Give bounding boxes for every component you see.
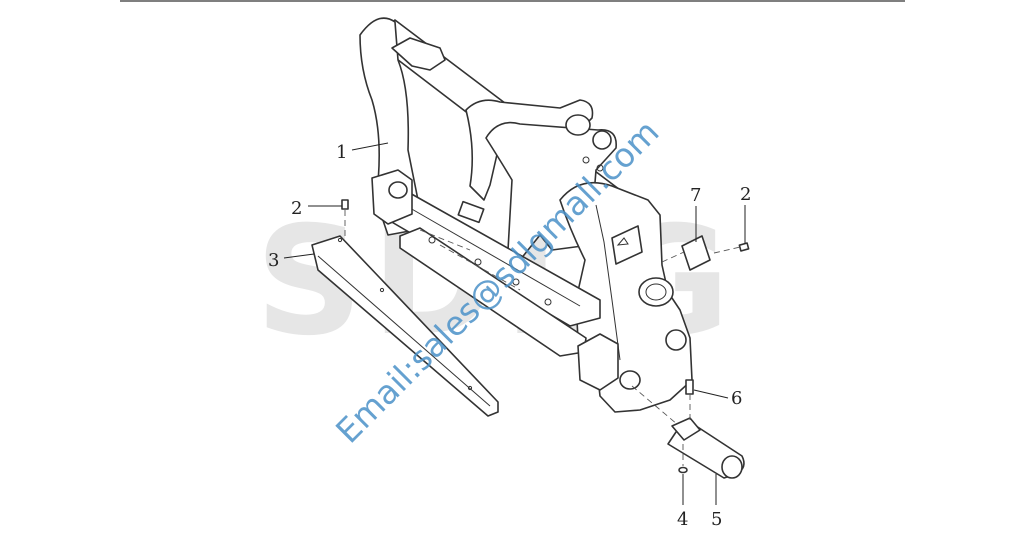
pin-assembly — [631, 379, 745, 479]
bottom-plate — [311, 235, 499, 417]
coupler-frame — [359, 17, 693, 413]
callout-1: 1 — [336, 142, 347, 163]
callout-2-right: 2 — [740, 184, 751, 205]
callout-7: 7 — [690, 185, 701, 206]
callout-6: 6 — [731, 388, 742, 409]
callout-2-left: 2 — [291, 198, 302, 219]
bolt-left — [341, 199, 349, 236]
callout-3: 3 — [268, 250, 279, 271]
bolt-right — [713, 242, 750, 254]
cover-plate — [661, 235, 711, 271]
callout-5: 5 — [711, 509, 722, 530]
callout-4: 4 — [677, 509, 688, 530]
leader-lines — [283, 142, 746, 505]
